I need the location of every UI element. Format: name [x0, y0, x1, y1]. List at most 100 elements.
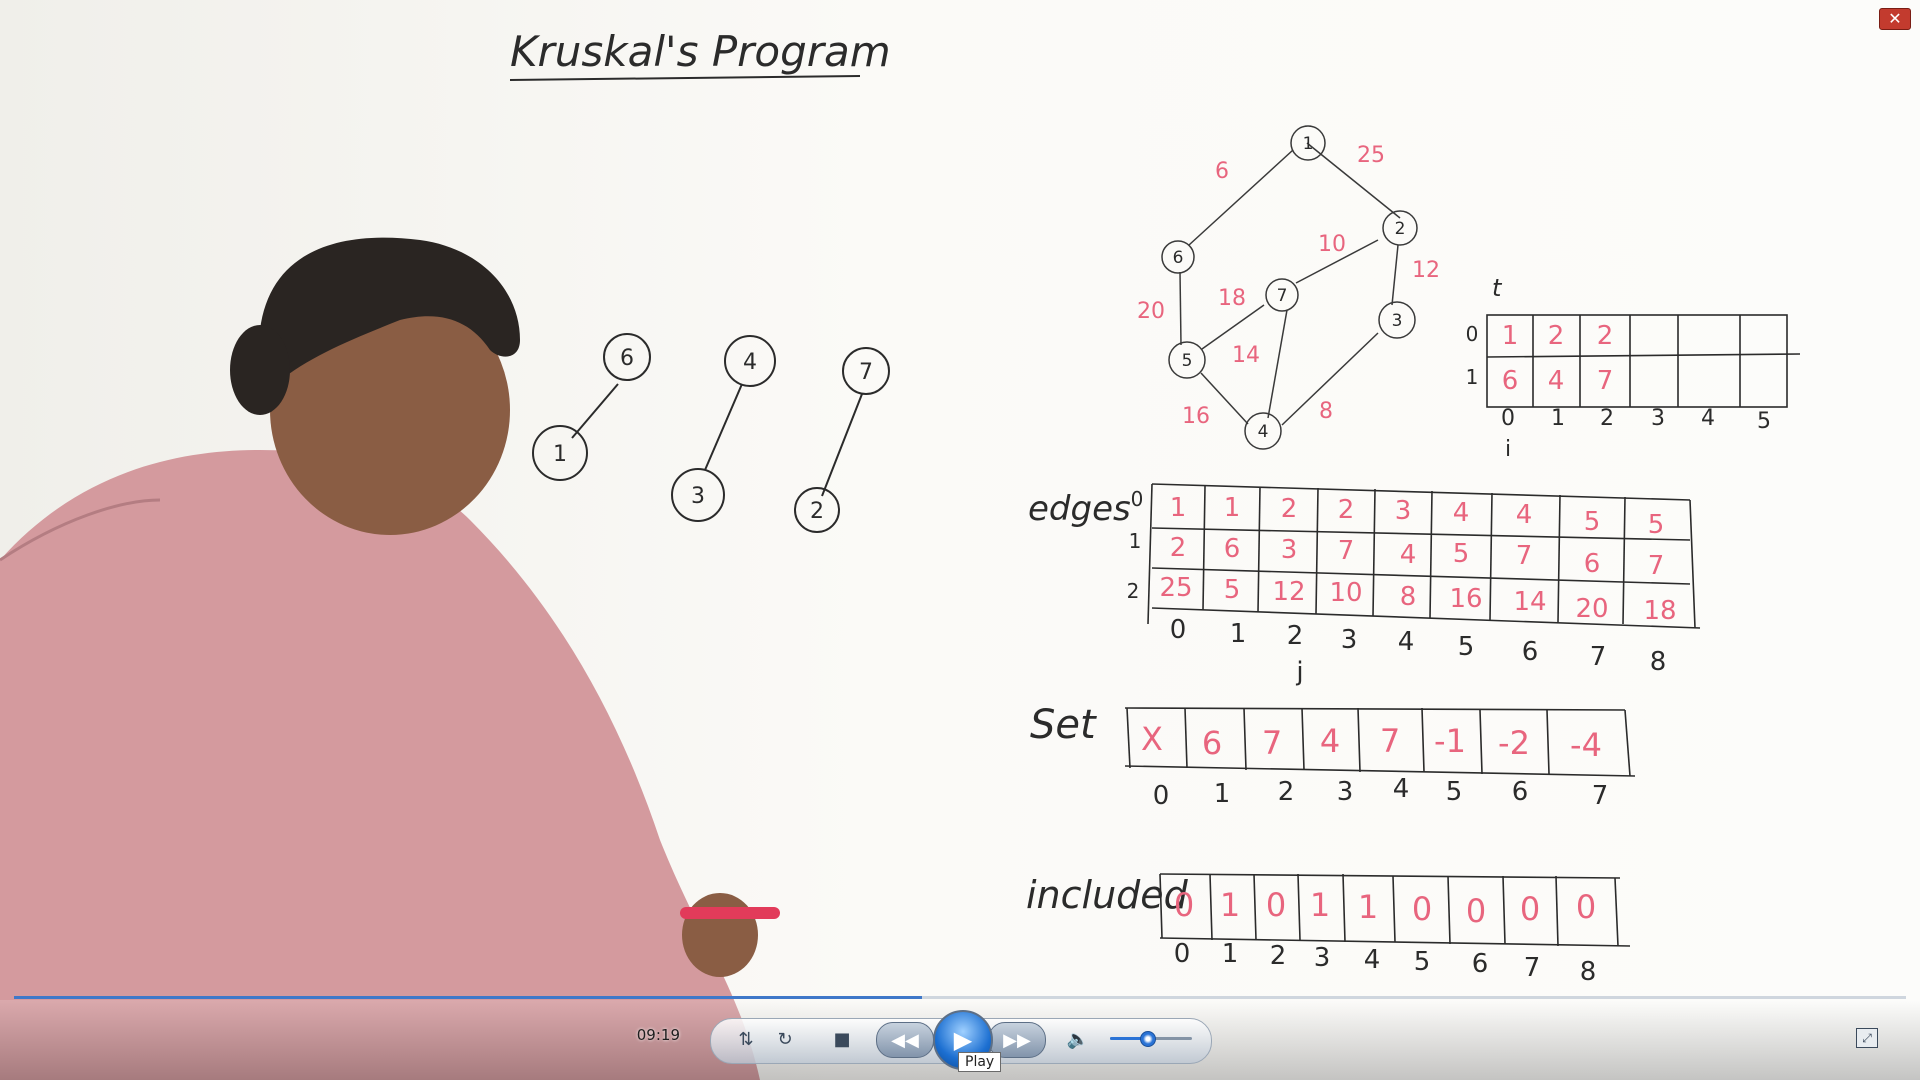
forest-diagram — [532, 333, 890, 533]
graph-node — [1290, 125, 1326, 161]
edges-col-label: 3 — [1341, 625, 1358, 655]
edges-cell: 5 — [1648, 510, 1665, 540]
included-cell: 0 — [1174, 886, 1194, 924]
edges-cell: 1 — [1224, 493, 1241, 523]
edges-cell: 2 — [1338, 495, 1355, 525]
included-cell: 1 — [1358, 888, 1378, 926]
t-cell: 2 — [1597, 321, 1614, 351]
graph-weight: 14 — [1232, 343, 1260, 368]
forest-node-label: 6 — [620, 346, 634, 371]
graph-weight: 8 — [1319, 399, 1333, 424]
graph-node-label: 7 — [1277, 286, 1288, 306]
t-col-label: 1 — [1551, 406, 1565, 431]
board-title: Kruskal's Program — [510, 27, 891, 76]
volume-slider[interactable] — [1110, 1031, 1192, 1047]
edges-cell: 7 — [1516, 541, 1533, 571]
edges-row-label: 2 — [1127, 579, 1140, 603]
edges-cell: 4 — [1400, 540, 1417, 570]
edges-cell: 7 — [1648, 551, 1665, 581]
set-col-label: 6 — [1512, 777, 1529, 807]
forest-node — [794, 487, 840, 533]
forest-node — [603, 333, 651, 381]
graph-node-label: 5 — [1182, 351, 1193, 371]
edges-col-label: 8 — [1650, 647, 1667, 677]
graph-weight: 12 — [1412, 258, 1440, 283]
set-col-label: 3 — [1337, 777, 1354, 807]
forest-node-label: 2 — [810, 499, 824, 524]
t-cell: 4 — [1548, 366, 1565, 396]
graph-weight: 6 — [1215, 159, 1229, 184]
graph-weight: 10 — [1318, 232, 1346, 257]
volume-icon[interactable]: 🔈 — [1066, 1028, 1090, 1050]
included-col-label: 3 — [1314, 943, 1331, 973]
included-cell: 1 — [1220, 886, 1240, 924]
edges-cell: 1 — [1170, 493, 1187, 523]
graph-node-label: 4 — [1258, 422, 1269, 442]
seek-bar-progress — [14, 996, 923, 999]
set-cell: -1 — [1434, 722, 1466, 760]
graph-node — [1168, 341, 1206, 379]
volume-slider-handle[interactable] — [1139, 1031, 1156, 1047]
graph-node — [1382, 210, 1418, 246]
seek-bar[interactable] — [14, 996, 1906, 999]
t-table: t 0 1 1 2 2 6 4 — [1466, 274, 1801, 462]
t-col-label: 4 — [1701, 406, 1715, 431]
edges-cell: 18 — [1643, 596, 1676, 626]
graph-node-label: 2 — [1395, 219, 1406, 239]
graph-node-label: 6 — [1173, 248, 1184, 268]
graph-weight: 25 — [1357, 143, 1385, 168]
graph-node — [1265, 278, 1299, 312]
set-table-label: Set — [1030, 702, 1097, 748]
included-cell: 0 — [1466, 892, 1486, 930]
included-col-label: 5 — [1414, 947, 1431, 977]
edges-col-label: 5 — [1458, 632, 1475, 662]
graph-weight: 16 — [1182, 404, 1210, 429]
edges-col-label: 0 — [1170, 615, 1187, 645]
t-table-label: t — [1492, 274, 1503, 302]
edges-table: edges 0 1 2 — [1028, 483, 1701, 687]
included-cell: 1 — [1310, 886, 1330, 924]
set-cell: 4 — [1320, 722, 1340, 760]
set-col-label: 1 — [1214, 779, 1231, 809]
set-col-label: 5 — [1446, 777, 1463, 807]
edges-cell: 5 — [1453, 539, 1470, 569]
set-col-label: 7 — [1592, 781, 1609, 811]
play-tooltip: Play — [958, 1052, 1002, 1072]
edges-cell: 14 — [1513, 587, 1546, 617]
edges-cell: 2 — [1281, 494, 1298, 524]
fullscreen-icon[interactable]: ⤢ — [1856, 1028, 1878, 1048]
included-col-label: 8 — [1580, 957, 1597, 987]
set-cell: 7 — [1380, 722, 1400, 760]
forest-node-label: 7 — [859, 360, 873, 385]
edges-table-label: edges — [1028, 489, 1131, 529]
edges-cell: 8 — [1400, 582, 1417, 612]
set-col-label: 0 — [1153, 781, 1170, 811]
edges-cell: 5 — [1584, 507, 1601, 537]
elapsed-time: 09:19 — [636, 1026, 680, 1044]
set-cell: -4 — [1570, 726, 1602, 764]
stop-icon[interactable]: ■ — [833, 1028, 851, 1050]
edges-cell: 7 — [1338, 536, 1355, 566]
forest-node — [724, 335, 776, 387]
included-table-label: included — [1026, 873, 1189, 917]
included-col-label: 1 — [1222, 939, 1239, 969]
set-col-label: 2 — [1278, 777, 1295, 807]
t-row-label: 0 — [1466, 322, 1479, 346]
forest-node — [842, 347, 890, 395]
included-cell: 0 — [1412, 890, 1432, 928]
close-icon[interactable]: ✕ — [1879, 8, 1911, 30]
edges-col-label: 7 — [1590, 642, 1607, 672]
edges-cell: 16 — [1449, 584, 1482, 614]
rewind-icon[interactable]: ◀◀ — [876, 1022, 934, 1058]
t-row-label: 1 — [1466, 365, 1479, 389]
graph-node — [1244, 412, 1282, 450]
t-col-label: 0 — [1501, 406, 1515, 431]
repeat-icon[interactable]: ↻ — [777, 1028, 793, 1050]
edges-cell: 2 — [1170, 533, 1187, 563]
switch-view-icon[interactable]: ⇅ — [738, 1028, 754, 1050]
set-cell: 7 — [1262, 724, 1282, 762]
edges-cell: 20 — [1575, 594, 1608, 624]
edges-col-label: 1 — [1230, 619, 1247, 649]
